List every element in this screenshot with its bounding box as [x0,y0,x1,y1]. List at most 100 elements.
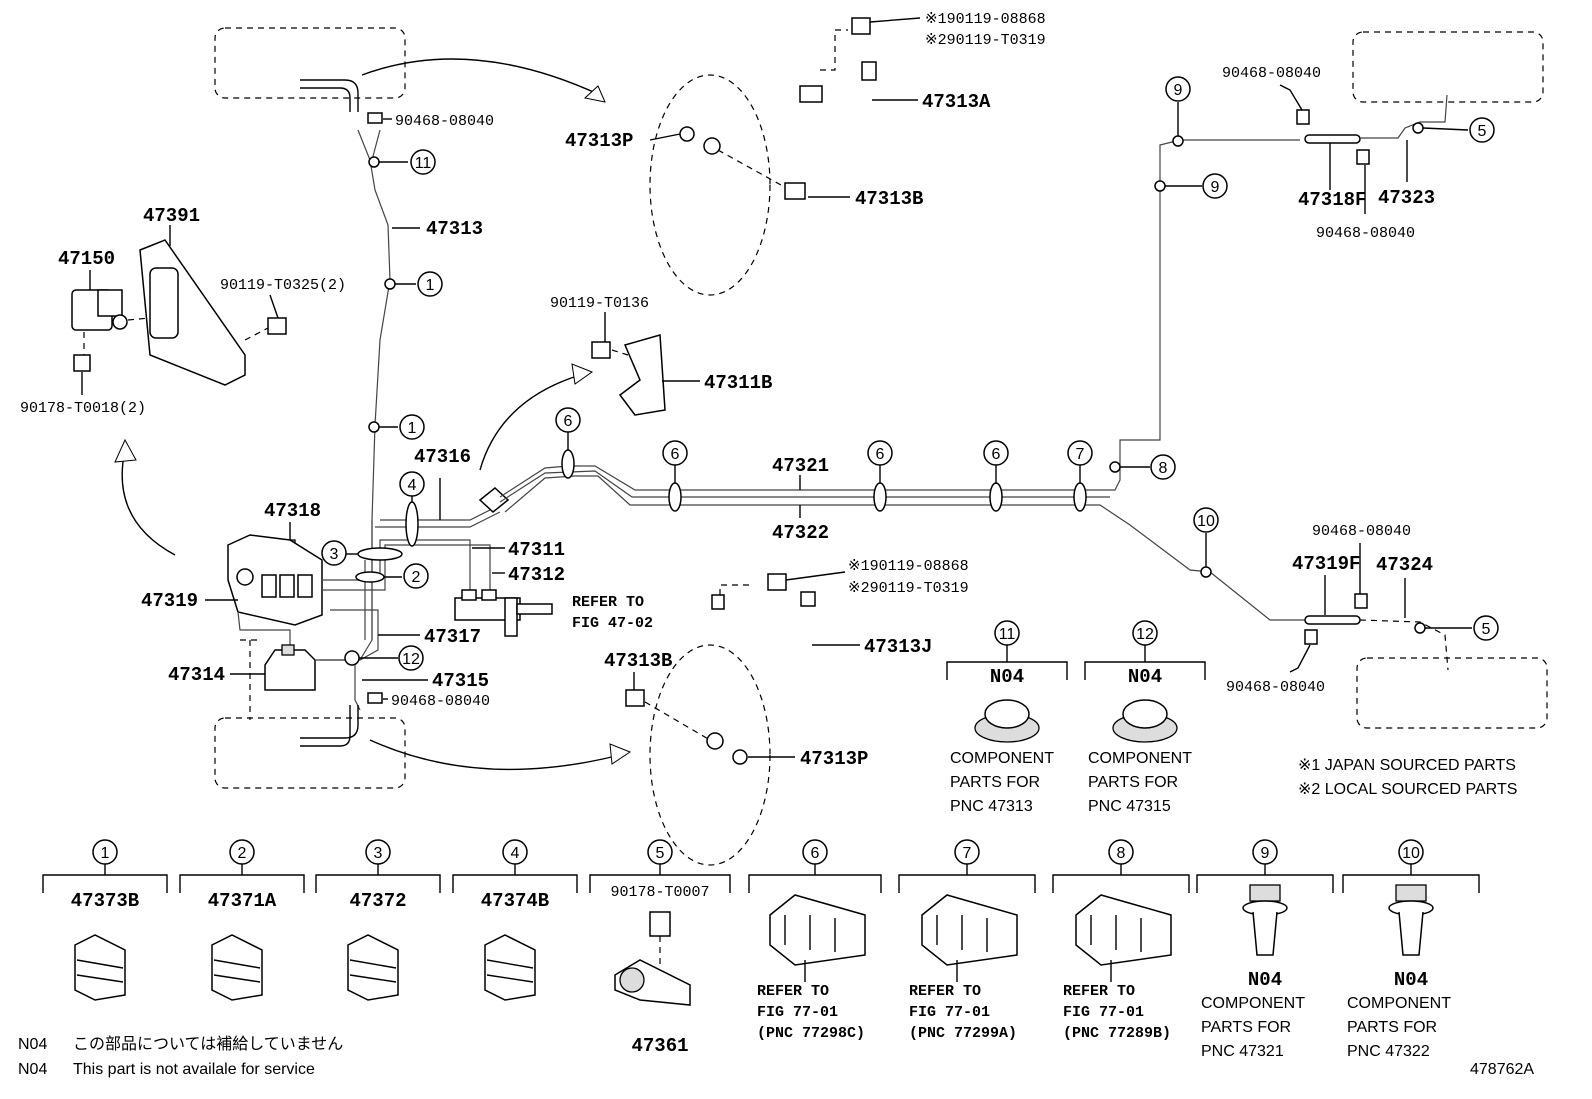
bracket-47311B-label: 47311B [704,372,772,394]
callout-1-b: 1 [399,414,425,440]
pipe-47324-label: 47324 [1376,554,1433,576]
top-hose-detail-ellipse [649,74,771,296]
legend-line2: PARTS FOR [1347,1019,1437,1036]
bolt-90119-T0325-label: 90119-T0325(2) [220,277,346,294]
hose-end-top [300,79,359,112]
legend-callout-num: 9 [1261,845,1270,862]
legend-callout-num: 10 [1402,845,1420,862]
callout-12-num: 12 [1136,626,1154,643]
svg-text:10: 10 [1197,513,1215,530]
bolt-90119-T0136-label: 90119-T0136 [550,295,649,312]
legend-refer1: REFER TO [1063,983,1135,1000]
legend-line3: PNC 47321 [1201,1043,1284,1060]
legend-part: 90178-T0007 [610,884,709,901]
clamp-icon [347,934,399,1001]
legend-part: 47371A [208,890,277,912]
svg-text:2: 2 [412,569,421,586]
figure-id: 478762A [1470,1061,1534,1078]
callout-9-a: 9 [1202,173,1228,199]
svg-text:11: 11 [415,155,432,172]
clip-top-left-label: 90468-08040 [395,113,494,130]
callout-3: 3 [321,540,347,566]
svg-text:9: 9 [1211,179,1220,196]
svg-text:5: 5 [1482,621,1491,638]
legend-refer2: FIG 77-01 [1063,1004,1144,1021]
callout-5-bot: 5 [1473,615,1499,641]
bolt-icon [851,17,871,35]
legend-part: 47373B [71,890,139,912]
clamp-icon [211,934,263,1001]
legend-code: N04 [1394,969,1428,991]
pipe-47323-label: 47323 [1378,187,1435,209]
hose-47319F [1304,615,1361,625]
legend-callout-num: 3 [374,845,383,862]
block-47318-label: 47318 [264,500,321,522]
legend-line1: COMPONENT [1347,995,1451,1012]
arrow-to-top-hose [361,58,601,96]
legend-refer2: FIG 77-01 [909,1004,990,1021]
valve-47314 [264,649,316,691]
hose-47313P-top-label: 47313P [565,130,633,152]
clip-mid-left-label: 90468-08040 [391,693,490,710]
pipe-47316-label: 47316 [414,446,471,468]
n04-note-en-code: N04 [18,1061,47,1078]
pipe-47312-label: 47312 [508,564,565,586]
callout-7: 7 [1067,440,1093,466]
legend-line3: PNC 47322 [1347,1043,1430,1060]
legend-callout-num: 6 [811,845,820,862]
svg-text:1: 1 [408,420,417,437]
svg-text:6: 6 [876,446,885,463]
svg-text:4: 4 [408,477,417,494]
pipe-47313-label: 47313 [426,218,483,240]
note-japan: ※1 JAPAN SOURCED PARTS [1298,757,1516,774]
legend-callout-num: 4 [511,845,520,862]
pipe-47317-label: 47317 [424,626,481,648]
arrow-to-valve [121,449,176,556]
callout-6-a: 6 [555,407,581,433]
pipe-47321-label: 47321 [772,455,829,477]
callout-8: 8 [1150,454,1176,480]
bolt-a-label-1: ※190119-08868 [925,11,1046,28]
pipe-47322-label: 47322 [772,522,829,544]
bracket-47311B [618,334,666,416]
grommet-code: N04 [990,666,1024,688]
callout-2: 2 [403,563,429,589]
svg-text:6: 6 [564,413,573,430]
callout-5-top: 5 [1469,117,1495,143]
legend-line2: PARTS FOR [1201,1019,1291,1036]
bolt-b-label-1: ※190119-08868 [848,558,969,575]
pipe-47311-label: 47311 [508,539,565,561]
callout-11-num: 11 [999,626,1016,643]
pipe-clamp-icon [769,894,866,966]
svg-text:12: 12 [402,651,420,668]
hose-47319F-label: 47319F [1292,553,1360,575]
svg-text:9: 9 [1174,82,1183,99]
nut-icon [649,911,671,937]
legend-callout-num: 5 [656,845,665,862]
rear-left-detail-box [1352,31,1544,103]
hose-47313J-label: 47313J [864,636,932,658]
legend-callout-num: 1 [101,845,110,862]
legend-refer3: (PNC 77289B) [1063,1025,1171,1042]
grommet-line2: PARTS FOR [950,774,1040,791]
svg-text:3: 3 [330,546,339,563]
rear-right-detail-box [1356,657,1548,729]
legend-line1: COMPONENT [1201,995,1305,1012]
bolt-47313B-icon [784,182,806,200]
n04-note-jp: この部品については補給していません [73,1035,343,1053]
callout-11-top: 11 [410,149,436,175]
callout-1-a: 1 [417,271,443,297]
grommet-line1: COMPONENT [950,750,1054,767]
grommet-line1: COMPONENT [1088,750,1192,767]
clip-icon [367,112,383,124]
grommet-code: N04 [1128,666,1162,688]
refer-to-label-2: FIG 47-02 [572,615,653,632]
legend-callout-num: 8 [1117,845,1126,862]
